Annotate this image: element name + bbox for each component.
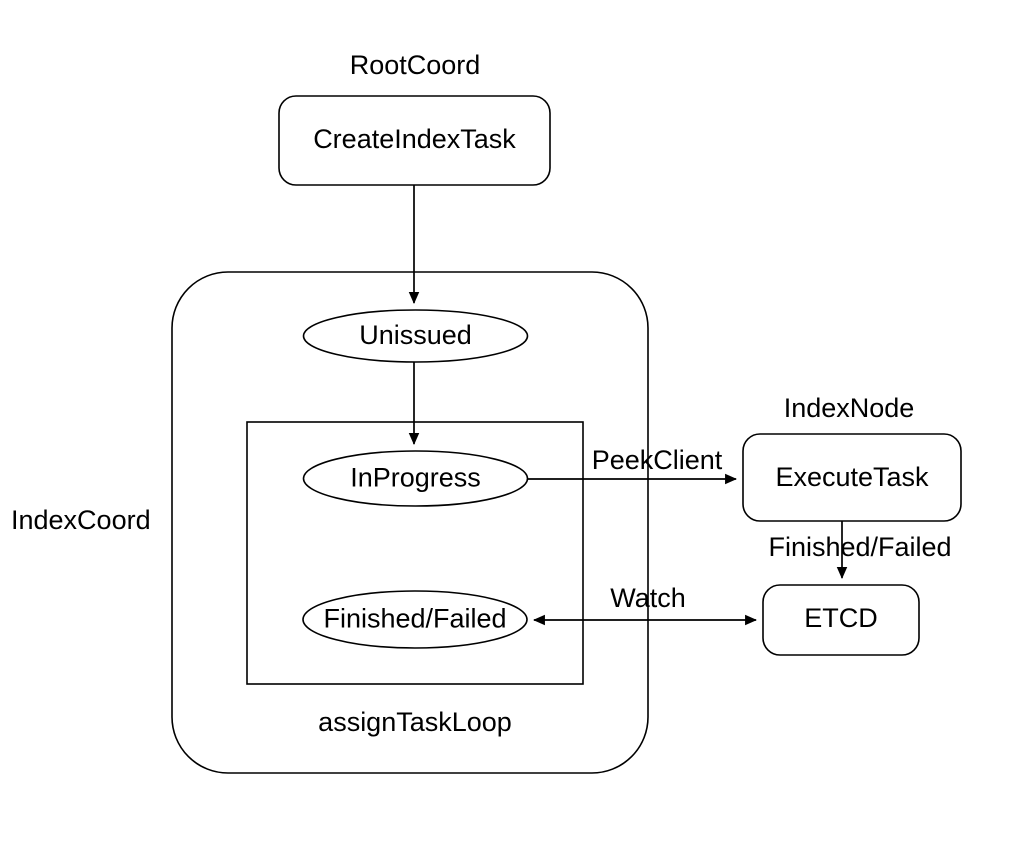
unissued-label: Unissued [359, 320, 472, 350]
edge-etcd-to-finished: Watch [533, 583, 757, 626]
node-unissued[interactable]: Unissued [302, 309, 529, 363]
node-create-index-task[interactable]: CreateIndexTask [278, 95, 551, 186]
edge-label-watch: Watch [610, 583, 686, 613]
etcd-label: ETCD [804, 603, 878, 633]
finished-failed-ellipse[interactable] [302, 590, 528, 649]
group-label-assigntaskloop: assignTaskLoop [318, 707, 512, 737]
group-label-indexcoord: IndexCoord [11, 505, 151, 535]
group-indexcoord [171, 271, 649, 774]
node-etcd[interactable]: ETCD [762, 584, 920, 656]
edge-inprogress-to-execute: PeekClient [527, 445, 737, 485]
edge-label-finished-failed: Finished/Failed [768, 532, 951, 562]
execute-task-box[interactable] [742, 433, 962, 522]
unissued-ellipse[interactable] [302, 309, 529, 363]
finished-failed-label: Finished/Failed [323, 604, 506, 634]
inprogress-ellipse[interactable] [302, 450, 529, 507]
create-index-task-label: CreateIndexTask [313, 124, 516, 154]
create-index-task-box[interactable] [278, 95, 551, 186]
edge-label-peekclient: PeekClient [592, 445, 723, 475]
node-inprogress[interactable]: InProgress [302, 450, 529, 507]
group-label-indexnode: IndexNode [784, 393, 915, 423]
node-finished-failed[interactable]: Finished/Failed [302, 590, 528, 649]
edge-execute-to-etcd: Finished/Failed [768, 521, 952, 579]
indexcoord-container [171, 271, 649, 774]
assigntaskloop-container [246, 421, 584, 685]
inprogress-label: InProgress [350, 463, 481, 493]
node-execute-task[interactable]: ExecuteTask [742, 433, 962, 522]
etcd-box[interactable] [762, 584, 920, 656]
group-label-rootcoord: RootCoord [350, 50, 481, 80]
execute-task-label: ExecuteTask [775, 462, 929, 492]
group-assigntaskloop [246, 421, 584, 685]
